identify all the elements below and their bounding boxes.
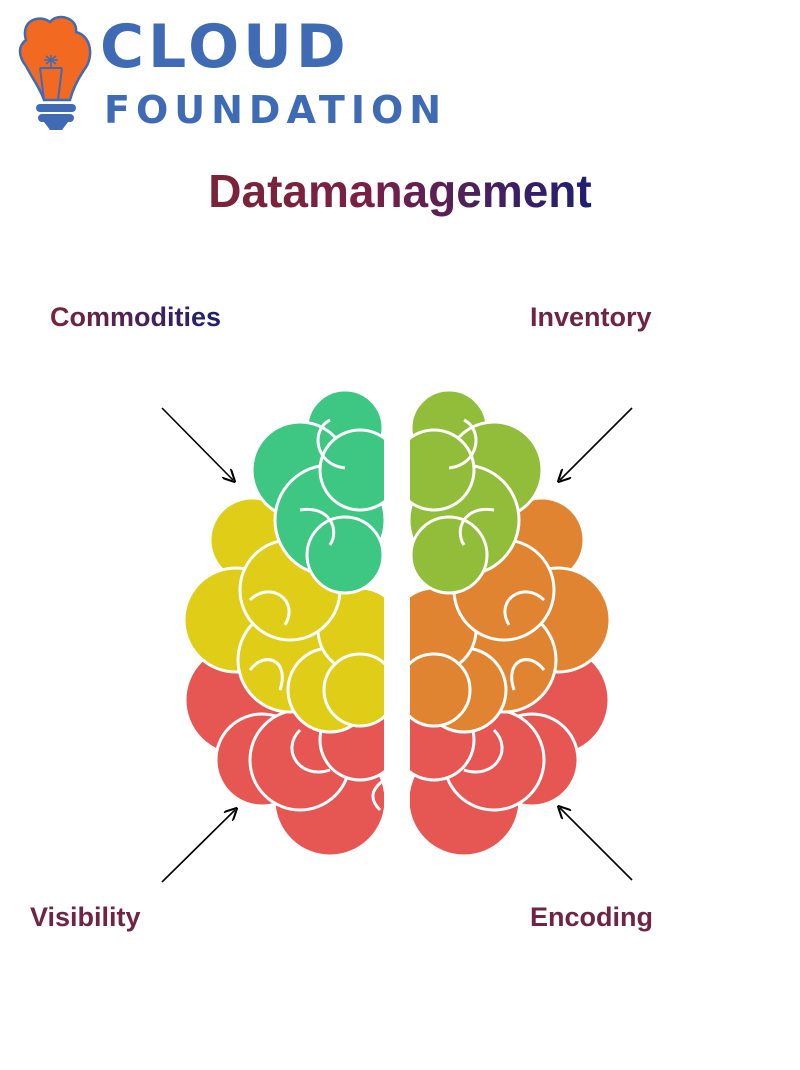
title-text: Datamanagement: [208, 165, 592, 217]
arrow-top-left-icon: [161, 407, 233, 480]
logo-text-cloud: CLOUD: [100, 12, 350, 82]
brain-region-left-top: [250, 388, 384, 595]
arrow-bottom-right-icon: [560, 808, 633, 881]
label-inventory: Inventory: [530, 302, 652, 332]
brain-region-right-top: [410, 388, 544, 595]
label-encoding: Encoding: [530, 902, 653, 932]
arrow-top-right-icon: [560, 407, 633, 480]
brain-left-hemisphere: [182, 388, 384, 858]
arrow-bottom-left-icon: [161, 810, 235, 883]
label-visibility: Visibility: [30, 902, 141, 932]
lightbulb-logo-icon: [18, 15, 92, 130]
label-commodities: Commodities: [50, 302, 222, 332]
logo-text-foundation: FOUNDATION: [104, 88, 448, 132]
page-title: Datamanagement: [0, 164, 800, 218]
brain-right-hemisphere: [410, 388, 612, 858]
